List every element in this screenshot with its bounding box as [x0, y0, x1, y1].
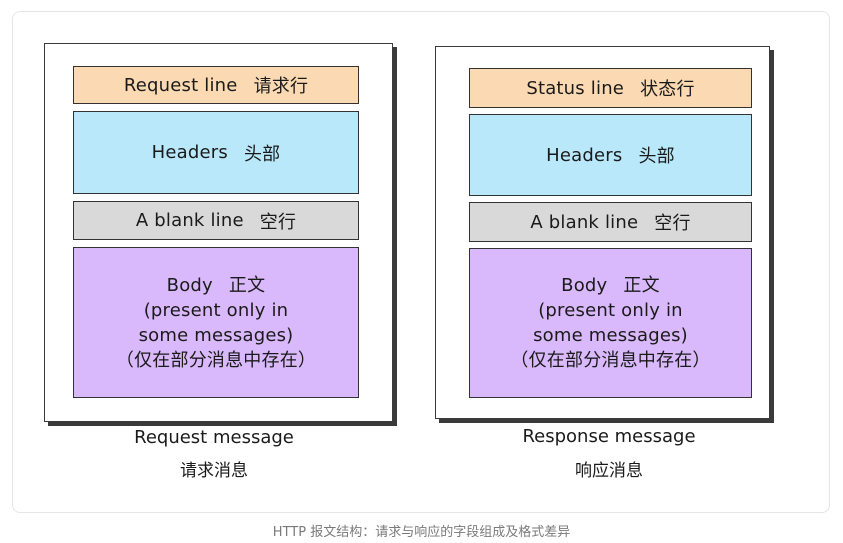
request-body-field: Body 正文 (present only in some messages) … — [73, 247, 359, 398]
response-headers-field: Headers 头部 — [469, 114, 752, 196]
response-body-label: Body — [561, 275, 608, 296]
request-caption-zh: 请求消息 — [180, 461, 248, 481]
request-line-label-zh: 请求行 — [253, 76, 309, 97]
request-body-note-1: (present only in — [143, 299, 289, 321]
request-body-note-2: some messages) — [138, 324, 294, 346]
request-headers-label-zh: 头部 — [243, 143, 281, 165]
request-blank-line-label: A blank line — [135, 210, 244, 231]
response-caption-zh: 响应消息 — [575, 461, 643, 481]
response-body-note-2: some messages) — [533, 325, 688, 346]
response-blank-line-label-zh: 空行 — [654, 213, 691, 234]
request-blank-line-field: A blank line 空行 — [73, 201, 359, 240]
response-body-label-zh: 正文 — [623, 275, 660, 296]
response-headers-label: Headers — [546, 144, 623, 166]
response-body-note-3: （仅在部分消息中存在） — [510, 350, 711, 371]
request-body-title: Body 正文 — [167, 273, 266, 298]
response-caption-en: Response message — [522, 426, 696, 447]
status-line-label: Status line — [526, 77, 625, 99]
request-headers-field: Headers 头部 — [73, 111, 359, 194]
figure-caption: HTTP 报文结构：请求与响应的字段组成及格式差异 — [272, 525, 571, 540]
request-caption-en: Request message — [134, 427, 294, 448]
response-body-field: Body 正文 (present only in some messages) … — [469, 248, 752, 398]
request-body-label-zh: 正文 — [228, 274, 266, 296]
request-line-field: Request line 请求行 — [73, 66, 359, 104]
request-body-label: Body — [166, 274, 213, 296]
response-blank-line-field: A blank line 空行 — [469, 202, 752, 242]
request-line-label: Request line — [123, 74, 238, 96]
response-headers-label-zh: 头部 — [638, 146, 675, 167]
status-line-field: Status line 状态行 — [469, 68, 752, 108]
response-blank-line-label: A blank line — [530, 211, 639, 233]
request-blank-line-label-zh: 空行 — [259, 211, 297, 233]
status-line-label-zh: 状态行 — [640, 79, 695, 100]
request-body-note-3: （仅在部分消息中存在） — [115, 349, 317, 371]
response-body-note-1: (present only in — [538, 300, 683, 321]
request-headers-label: Headers — [151, 142, 228, 163]
response-body-title: Body 正文 — [561, 273, 660, 298]
